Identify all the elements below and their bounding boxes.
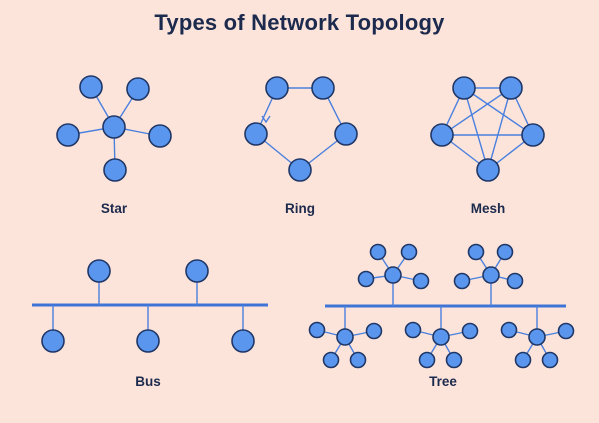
mesh-node — [476, 158, 500, 182]
ring-direction-arrow — [261, 115, 271, 124]
tree-hub-node — [528, 328, 546, 346]
star-node — [79, 75, 103, 99]
mesh-link — [487, 87, 512, 171]
mesh-node — [430, 123, 454, 147]
star-node — [56, 123, 80, 147]
tree-hub-node — [336, 328, 354, 346]
page-title: Types of Network Topology — [154, 10, 445, 35]
tree-node — [500, 321, 518, 339]
tree-topology: Tree — [308, 243, 575, 389]
bus-node — [41, 329, 65, 353]
star-node — [103, 158, 127, 182]
bus-node — [231, 329, 255, 353]
tree-node — [467, 243, 485, 261]
tree-node — [461, 322, 479, 340]
ring-topology: Ring — [244, 76, 358, 216]
ring-label: Ring — [285, 201, 315, 216]
tree-hub-node — [482, 266, 500, 284]
tree-node — [418, 351, 436, 369]
star-label: Star — [101, 201, 128, 216]
tree-node — [496, 243, 514, 261]
mesh-node — [521, 123, 545, 147]
ring-node — [288, 158, 312, 182]
mesh-link — [463, 87, 489, 171]
mesh-node — [499, 76, 523, 100]
mesh-label: Mesh — [471, 201, 506, 216]
bus-topology: Bus — [32, 259, 268, 389]
star-node — [126, 77, 150, 101]
mesh-topology: Mesh — [430, 76, 545, 216]
bus-node — [87, 259, 111, 283]
tree-node — [400, 243, 418, 261]
tree-node — [322, 351, 340, 369]
bus-label: Bus — [135, 374, 161, 389]
star-topology: Star — [56, 75, 172, 216]
tree-node — [506, 272, 524, 290]
tree-node — [349, 351, 367, 369]
mesh-node — [452, 76, 476, 100]
tree-node — [514, 351, 532, 369]
ring-node — [311, 76, 335, 100]
tree-node — [541, 351, 559, 369]
tree-hub-node — [432, 328, 450, 346]
tree-label: Tree — [429, 374, 457, 389]
bus-node — [136, 329, 160, 353]
ring-node — [244, 122, 268, 146]
star-hub-node — [102, 115, 126, 139]
mesh-link — [463, 87, 534, 136]
tree-node — [357, 270, 375, 288]
ring-node — [334, 122, 358, 146]
bus-node — [185, 259, 209, 283]
mesh-link — [441, 87, 512, 136]
star-node — [148, 124, 172, 148]
tree-node — [308, 321, 326, 339]
tree-node — [404, 321, 422, 339]
tree-node — [365, 322, 383, 340]
ring-node — [265, 76, 289, 100]
tree-node — [453, 272, 471, 290]
tree-hub-node — [384, 266, 402, 284]
tree-node — [369, 243, 387, 261]
tree-node — [412, 272, 430, 290]
tree-node — [557, 322, 575, 340]
tree-node — [445, 351, 463, 369]
